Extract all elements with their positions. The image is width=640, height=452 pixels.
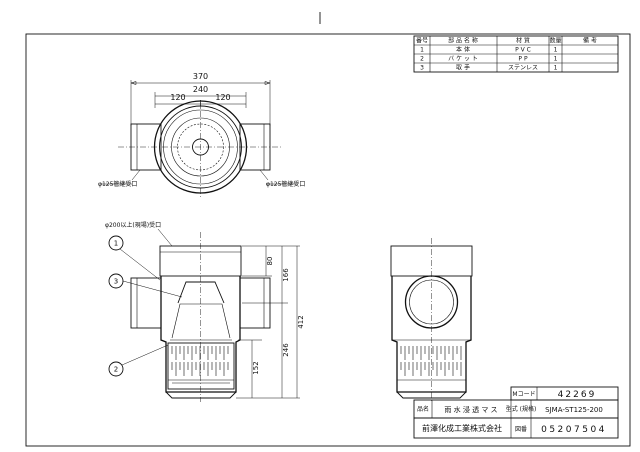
table-row-1-name: 本 体 <box>456 46 470 54</box>
dim-370: 370 <box>193 72 208 81</box>
table-row-3-material: ステンレス <box>508 65 538 72</box>
dim-120-right: 120 <box>215 93 230 102</box>
table-row-2-material: P P <box>518 56 528 63</box>
side-bucket-slots <box>397 346 466 381</box>
dim-80: 80 <box>266 257 274 266</box>
name-label: 品名 <box>417 405 429 413</box>
table-header-qty: 数量 <box>549 37 561 45</box>
table-header-no: 番号 <box>416 38 428 45</box>
inlet-label-right: φ125管継受口 <box>266 180 305 188</box>
table-row-2-name: バ ケ ッ ト <box>448 56 478 63</box>
bucket-slots <box>168 346 234 384</box>
front-view: φ200以上(現場)受口 80 <box>105 221 305 402</box>
table-row-1-qty: 1 <box>554 47 558 54</box>
dim-120-left: 120 <box>170 93 185 102</box>
drawing-value: 05207504 <box>541 425 607 435</box>
table-row-1-material: P V C <box>515 47 531 54</box>
model-value: SJMA-ST125-200 <box>545 406 603 414</box>
dim-240: 240 <box>193 85 208 94</box>
title-block: Mコード 42269 品名 雨 水 浸 透 マ ス 型式 (規格) SJMA-S… <box>413 386 619 439</box>
callout-2: 2 <box>114 366 118 374</box>
name-value: 雨 水 浸 透 マ ス <box>444 405 497 414</box>
plan-view: 370 240 120 120 φ125管継受口 φ125管継受口 <box>98 72 305 198</box>
side-view <box>390 238 473 402</box>
model-label: 型式 (規格) <box>506 405 537 413</box>
dim-166: 166 <box>282 268 290 282</box>
table-header-note: 備 考 <box>583 37 597 45</box>
sheet-border <box>25 33 631 447</box>
mcode-label: Mコード <box>512 391 535 398</box>
table-row-2-no: 2 <box>420 56 424 63</box>
callout-3: 3 <box>114 278 118 286</box>
top-socket-label: φ200以上(現場)受口 <box>105 221 161 229</box>
table-header-name: 部 品 名 称 <box>448 37 478 45</box>
inlet-label-left: φ125管継受口 <box>98 180 137 188</box>
dim-246: 246 <box>282 343 290 357</box>
table-row-1-no: 1 <box>420 47 424 54</box>
table-row-2-qty: 1 <box>554 56 558 63</box>
table-row-3-no: 3 <box>420 65 424 72</box>
mcode-value: 42269 <box>558 390 597 400</box>
company-name: 前澤化成工業株式会社 <box>422 423 502 433</box>
table-header-material: 材 質 <box>516 37 530 45</box>
table-row-3-qty: 1 <box>554 65 558 72</box>
parts-table: 番号 部 品 名 称 材 質 数量 備 考 1 本 体 P V C 1 2 バ … <box>413 35 619 73</box>
table-row-3-name: 取 手 <box>456 64 470 72</box>
dim-412: 412 <box>297 315 305 328</box>
dim-152: 152 <box>252 361 260 374</box>
callout-1: 1 <box>114 240 118 248</box>
drawing-label: 図番 <box>515 426 527 433</box>
